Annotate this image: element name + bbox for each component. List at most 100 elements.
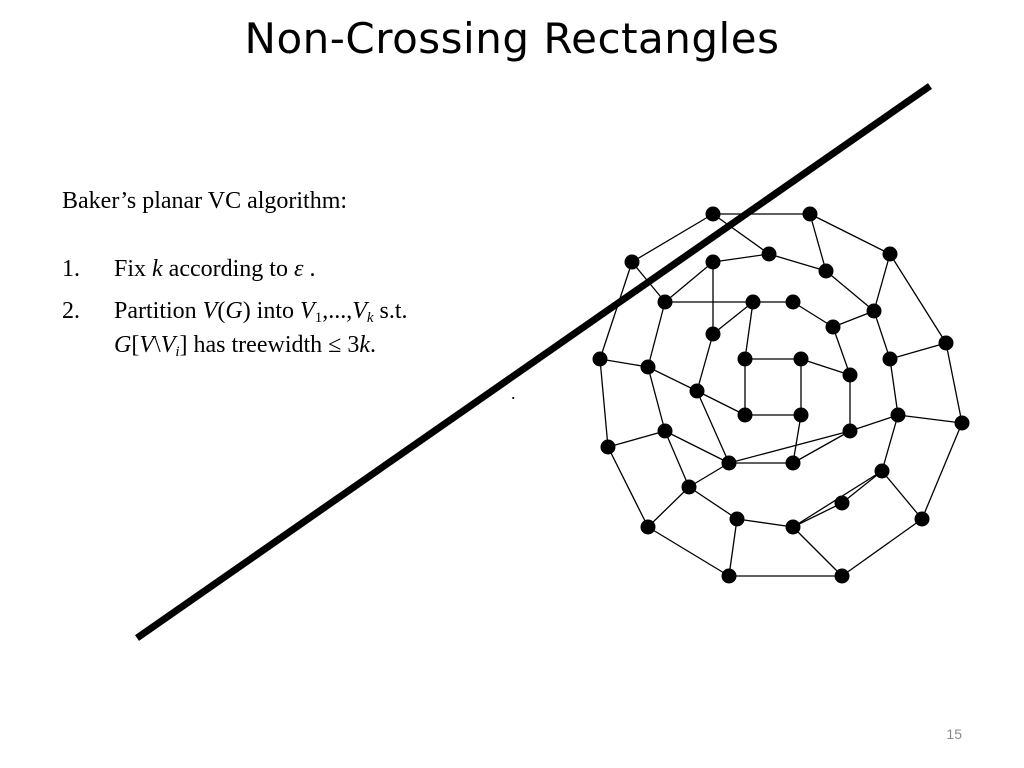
graph-edge xyxy=(696,390,730,464)
graph-node xyxy=(866,303,882,319)
graph-edge xyxy=(809,213,891,255)
graph-edge xyxy=(688,462,730,488)
step-1-number: 1. xyxy=(62,256,80,282)
graph-node xyxy=(640,359,656,375)
graph-edge xyxy=(647,366,666,432)
graph-node xyxy=(705,206,721,222)
graph-node xyxy=(890,407,906,423)
graph-edge xyxy=(607,446,649,528)
graph-edge xyxy=(873,253,891,312)
graph-node xyxy=(592,351,608,367)
graph-edge xyxy=(809,213,827,272)
graph-node xyxy=(842,423,858,439)
graph-edge xyxy=(889,342,947,360)
graph-edge xyxy=(696,333,714,392)
graph-node xyxy=(874,463,890,479)
graph-node xyxy=(785,519,801,535)
graph-edge xyxy=(832,326,851,376)
graph-edge xyxy=(792,526,843,577)
graph-node xyxy=(745,294,761,310)
graph-node xyxy=(785,455,801,471)
graph-node xyxy=(705,326,721,342)
graph-edge xyxy=(873,310,891,360)
graph-edge xyxy=(664,430,690,488)
graph-edge xyxy=(631,213,714,263)
graph-node xyxy=(729,511,745,527)
graph-edge xyxy=(792,430,851,464)
graph-edge xyxy=(800,358,851,376)
graph-edge xyxy=(921,422,963,520)
graph-node xyxy=(761,246,777,262)
graph-nodes xyxy=(592,206,970,584)
graph-node xyxy=(793,351,809,367)
graph-edge xyxy=(607,430,666,448)
graph-edge xyxy=(841,470,883,504)
graph-node xyxy=(721,455,737,471)
page-number: 15 xyxy=(946,726,962,742)
graph-node xyxy=(681,479,697,495)
graph-edge xyxy=(841,518,923,577)
graph-edge xyxy=(768,253,827,272)
graph-edge xyxy=(897,414,963,424)
graph-node xyxy=(640,519,656,535)
graph-edge xyxy=(945,342,963,424)
graph-node xyxy=(842,367,858,383)
graph-edge xyxy=(647,301,666,368)
graph-edge xyxy=(792,301,834,328)
stray-dot: . xyxy=(511,383,516,403)
graph-edge xyxy=(647,486,690,528)
graph-node xyxy=(689,383,705,399)
graph-edge xyxy=(712,253,770,263)
graph-node xyxy=(834,495,850,511)
intro-text: Baker’s planar VC algorithm: xyxy=(62,188,348,214)
cut-line xyxy=(135,83,932,641)
graph-node xyxy=(624,254,640,270)
graph-node xyxy=(954,415,970,431)
graph-edge xyxy=(664,261,714,303)
graph-node xyxy=(705,254,721,270)
graph-edge xyxy=(696,390,746,416)
graph-edge xyxy=(825,270,875,312)
graph-edge xyxy=(647,366,698,392)
graph-edge xyxy=(728,430,851,464)
graph-node xyxy=(721,568,737,584)
graph-edge xyxy=(881,414,899,472)
graph-edge xyxy=(744,301,754,360)
graph-node xyxy=(882,351,898,367)
graph-edge xyxy=(736,518,794,528)
graph-edge xyxy=(664,430,730,464)
graph-node xyxy=(657,423,673,439)
graph-edge xyxy=(889,253,947,344)
graph-node xyxy=(818,263,834,279)
graph-node xyxy=(834,568,850,584)
step-2-number: 2. xyxy=(62,298,80,324)
step-1-text: Fix k according to ε . xyxy=(114,256,316,282)
graph-edge xyxy=(599,358,609,448)
graph-node xyxy=(793,407,809,423)
graph-node xyxy=(825,319,841,335)
graph-edge xyxy=(599,358,649,368)
graph-edge xyxy=(881,470,923,520)
graph-node xyxy=(938,335,954,351)
graph-edge xyxy=(792,414,802,464)
step-2-text: Partition V(G) into V1,...,Vk s.t. xyxy=(114,298,408,326)
graph-node xyxy=(882,246,898,262)
graph-node xyxy=(600,439,616,455)
graph-node xyxy=(802,206,818,222)
graph-edge xyxy=(712,213,770,255)
step-2-continuation: G[V\Vi] has treewidth ≤ 3k. xyxy=(114,332,376,360)
graph-edge xyxy=(792,502,843,528)
graph-node xyxy=(737,407,753,423)
graph-node xyxy=(657,294,673,310)
graph-node xyxy=(785,294,801,310)
graph-edge xyxy=(647,526,730,577)
graph-edge xyxy=(728,518,738,577)
graph-node xyxy=(914,511,930,527)
graph-edge xyxy=(688,486,738,520)
graph-edge xyxy=(849,414,899,432)
graph-edges xyxy=(599,213,963,577)
graph-edge xyxy=(889,358,899,416)
graph-edge xyxy=(599,261,633,360)
